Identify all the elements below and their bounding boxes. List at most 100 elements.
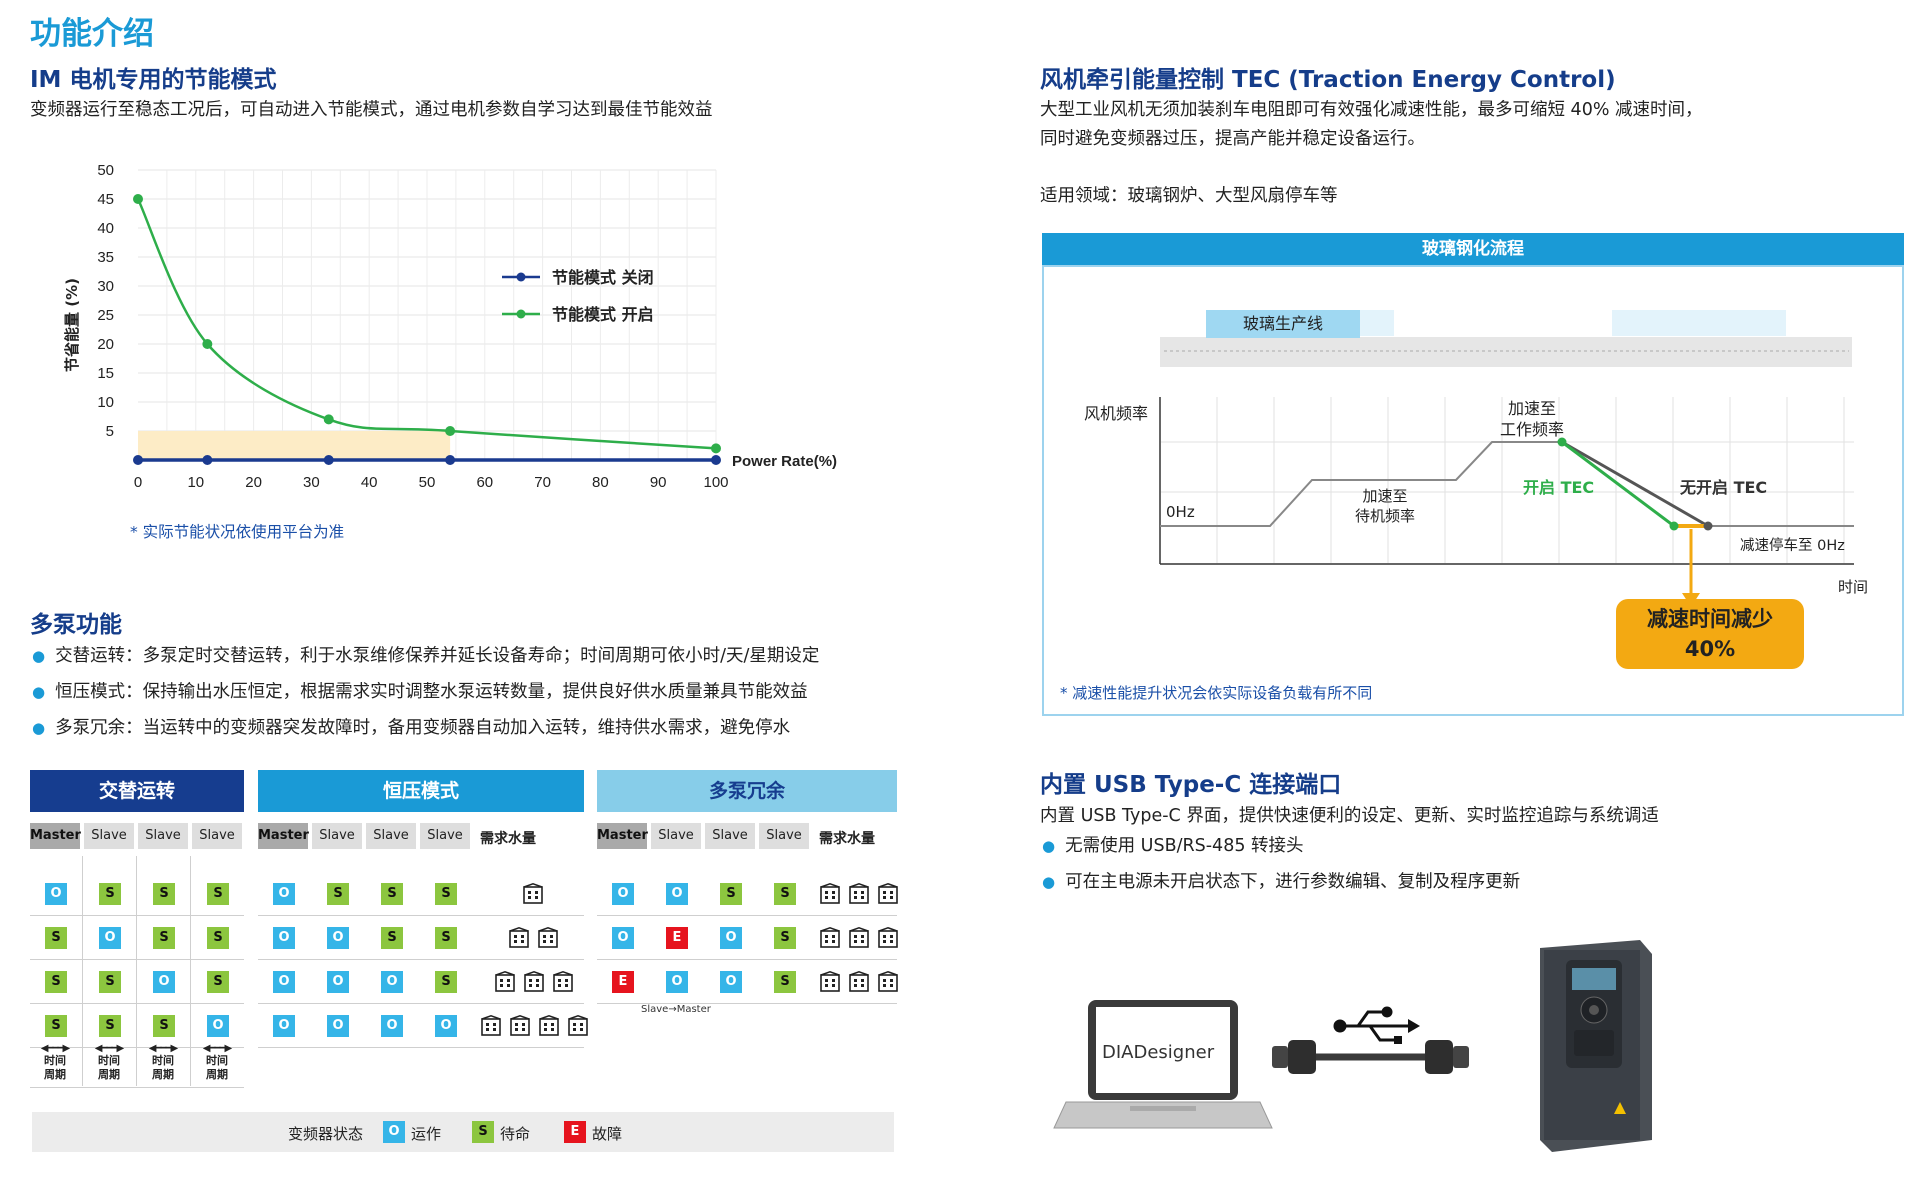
pump-header-slave: Slave [138,823,188,849]
series-point-off [202,455,213,465]
water-demand-building-icon [568,1014,588,1036]
y-axis-label: 节省能量 (%) [63,278,81,372]
x-axis-label: Power Rate(%) [732,453,837,470]
water-demand-building-icon [553,970,573,992]
legend-marker [516,309,526,319]
pump-row-divider [258,959,584,960]
diadesigner-screen-label: DIADesigner [1102,1042,1215,1063]
water-demand-building-icon [524,970,544,992]
pump-header-slave: Slave [84,823,134,849]
pump-status-badge: S [774,883,796,905]
y-tick-label: 45 [97,191,114,208]
y-tick-label: 10 [97,394,114,411]
pump-status-badge: O [327,1015,349,1037]
usb-bullet-list: ●无需使用 USB/RS-485 转接头 ●可在主电源未开启状态下，进行参数编辑… [1042,828,1520,900]
x-tick-label: 80 [592,474,609,491]
x-tick-label: 90 [650,474,667,491]
pump-status-badge: O [273,927,295,949]
pump-row-divider [30,1003,244,1004]
status-legend: 变频器状态 O 运作 S 待命 E 故障 [32,1112,894,1152]
tec-box-title: 玻璃钢化流程 [1042,233,1904,265]
pump-status-badge: S [207,927,229,949]
water-demand-building-icon [510,1014,530,1036]
y-tick-label: 50 [97,162,114,179]
usb-symbol-icon [1333,1006,1420,1044]
inverter-drive-icon [1540,940,1652,1152]
page-title: 功能介绍 [30,16,154,52]
multipump-section-title: 多泵功能 [30,612,122,638]
decel-callout-line2: 40% [1684,637,1736,661]
pump-header-slave: Slave [312,823,362,849]
pump-status-badge: O [720,927,742,949]
pump-header-master: Master [597,823,648,849]
water-demand-building-icon [878,926,898,948]
time-period-label: 时间 周期 [98,1054,120,1081]
decel-without-tec-line [1561,440,1709,528]
x-tick-label: 20 [245,474,262,491]
pump-header-slave: Slave [192,823,242,849]
pump-header-slave: Slave [420,823,470,849]
water-demand-building-icon [481,1014,501,1036]
multipump-bullet-3: ●多泵冗余：当运转中的变频器突发故障时，备用变频器自动加入运转，维持供水需求，避… [32,718,791,738]
frequency-curve [1160,441,1562,527]
pump-status-badge: O [99,927,121,949]
pump-row-divider [258,915,584,916]
pump-status-badge: O [153,971,175,993]
pump-status-badge: S [435,927,457,949]
status-badge-fault: E [564,1121,586,1143]
status-legend-run: 运作 [411,1125,442,1143]
im-section-desc: 变频器运行至稳态工况后，可自动进入节能模式，通过电机参数自学习达到最佳节能效益 [30,100,713,120]
shaded-region [138,431,451,460]
pump-status-badge: O [666,883,688,905]
pump-status-badge: E [612,971,634,993]
pump-status-badge: S [153,883,175,905]
pump-status-badge: O [435,1015,457,1037]
tec-note: * 减速性能提升状况会依实际设备负载有所不同 [1060,684,1373,702]
decel-with-tec-line [1561,440,1675,528]
tec-off-label: 无开启 TEC [1680,478,1768,497]
legend-label: 节能模式 关闭 [552,268,654,287]
pump-column-divider [82,856,83,1086]
status-badge-standby: S [472,1121,494,1143]
water-demand-building-icon [509,926,529,948]
usb-bullet-1: ●无需使用 USB/RS-485 转接头 [1042,836,1304,856]
pump-status-badge: S [153,1015,175,1037]
demand-header: 需求水量 [819,831,875,847]
water-demand-building-icon [878,970,898,992]
glass-line-segment-right [1612,310,1786,336]
pump-status-badge: O [327,971,349,993]
y-tick-label: 5 [106,423,114,440]
pump-status-badge: O [612,883,634,905]
status-legend-label: 变频器状态 [288,1125,364,1143]
period-arrow: ◀━━━▶ [40,1043,70,1054]
pump-status-badge: S [45,1015,67,1037]
water-demand-building-icon [820,970,840,992]
series-point-on [711,443,721,454]
water-demand-building-icon [523,882,543,904]
accel-work-label: 加速至 工作频率 [1499,399,1564,439]
pump-status-badge: O [720,971,742,993]
multipump-bullet-list: ●交替运转：多泵定时交替运转，利于水泵维修保养并延长设备寿命；时间周期可依小时/… [32,638,819,746]
pump-status-badge: S [99,1015,121,1037]
pump-status-badge: O [273,1015,295,1037]
status-legend-standby: 待命 [500,1125,531,1143]
pump-status-badge: O [381,1015,403,1037]
y-tick-label: 15 [97,365,114,382]
time-axis-label: 时间 [1838,578,1869,596]
x-tick-label: 60 [476,474,493,491]
series-line-on [136,198,717,450]
tec-on-label: 开启 TEC [1523,478,1595,497]
pump-status-badge: S [774,927,796,949]
y-tick-label: 40 [97,220,114,237]
tec-desc-line1: 大型工业风机无须加装刹车电阻即可有效强化减速性能，最多可缩短 40% 减速时间， [1040,100,1703,120]
series-point-off [323,455,334,465]
y-tick-label: 20 [97,336,114,353]
period-arrow: ◀━━━▶ [94,1043,124,1054]
water-demand-building-icon [538,926,558,948]
water-demand-building-icon [495,970,515,992]
series-point-on [133,194,143,204]
series-point-on [323,414,334,425]
tec-section-title: 风机牵引能量控制 TEC (Traction Energy Control) [1040,67,1616,93]
demand-header: 需求水量 [480,831,536,847]
pump-status-badge: O [45,883,67,905]
